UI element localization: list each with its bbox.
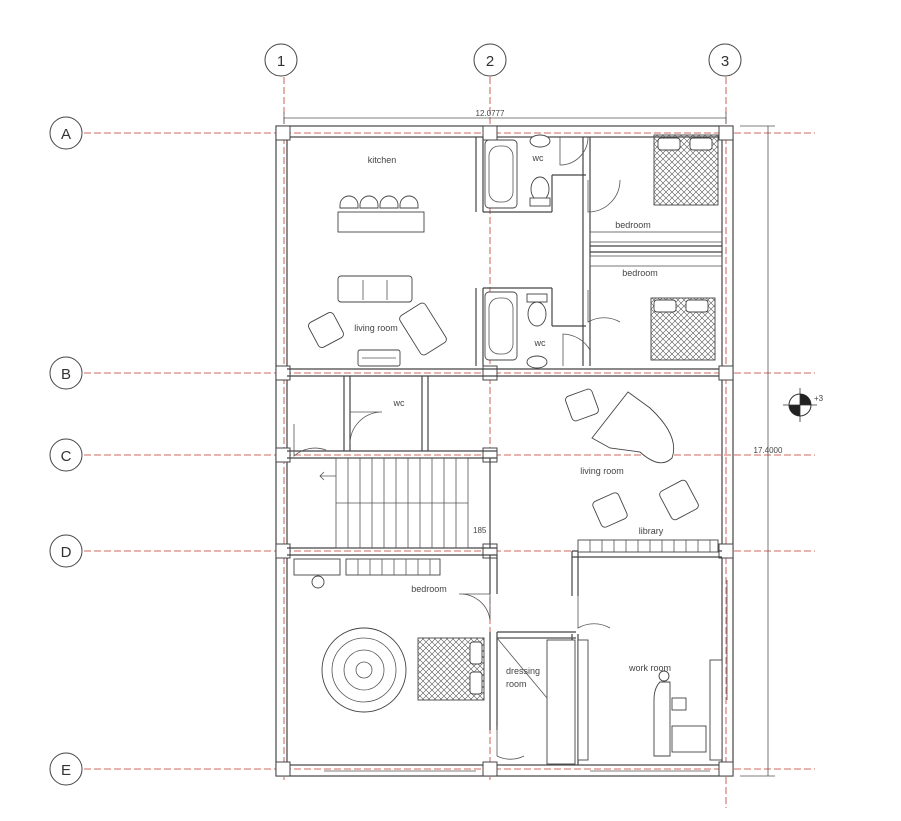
row-bubble-c-label: C <box>61 448 72 465</box>
column-bubble-1-label: 1 <box>277 53 285 70</box>
dimension-width: 12.0777 <box>283 109 727 124</box>
column-bubble-2-label: 2 <box>486 53 494 70</box>
row-bubble-b: B <box>49 356 83 390</box>
living-room-furniture-upper <box>308 275 447 367</box>
row-bubble-c: C <box>49 438 83 472</box>
row-bubble-a-label: A <box>61 126 71 143</box>
column-bubble-3-label: 3 <box>721 53 729 70</box>
dimension-width-label: 12.0777 <box>476 109 505 118</box>
bed-top-right <box>653 134 719 206</box>
room-label-dressing-line1: dressing <box>506 666 540 676</box>
column-bubble-3: 3 <box>708 43 742 77</box>
room-label-work-room: work room <box>628 663 671 673</box>
wc-top-fixtures <box>484 134 551 209</box>
room-label-bedroom-1: bedroom <box>615 220 651 230</box>
bedroom-lower-furniture <box>293 558 441 713</box>
room-label-wc-lower: wc <box>393 398 405 408</box>
row-bubble-a: A <box>49 116 83 150</box>
room-label-wc-middle: wc <box>534 338 546 348</box>
living-room-furniture-lower <box>565 388 699 528</box>
room-label-living-room-1: living room <box>354 323 398 333</box>
kitchen-furniture <box>337 195 425 233</box>
room-label-dressing-line2: room <box>506 679 527 689</box>
row-bubble-e-label: E <box>61 762 71 779</box>
room-label-library: library <box>639 526 664 536</box>
row-bubble-d: D <box>49 534 83 568</box>
column-bubble-1: 1 <box>264 43 298 77</box>
doors <box>293 136 621 760</box>
bed-lower-left <box>417 637 485 701</box>
room-label-living-room-2: living room <box>580 466 624 476</box>
wc-middle-fixtures <box>484 291 548 369</box>
row-bubble-e: E <box>49 752 83 786</box>
room-label-wc-top: wc <box>532 153 544 163</box>
library-shelf <box>577 539 719 553</box>
level-marker: +3 <box>783 388 824 422</box>
level-marker-label: +3 <box>814 394 824 403</box>
dimension-height: 17.4000 <box>740 125 783 777</box>
room-label-bedroom-3: bedroom <box>411 584 447 594</box>
room-label-bedroom-2: bedroom <box>622 268 658 278</box>
dimension-height-label: 17.4000 <box>754 446 783 455</box>
bed-middle-right <box>650 297 716 361</box>
stair-dimension-label: 185 <box>473 526 487 535</box>
column-bubble-2: 2 <box>473 43 507 77</box>
room-label-kitchen: kitchen <box>368 155 397 165</box>
room-labels: kitchen wc bedroom bedroom living room w… <box>354 153 671 689</box>
row-bubble-d-label: D <box>61 544 72 561</box>
stairs: 185 <box>319 457 487 549</box>
work-room-furniture <box>577 639 723 761</box>
row-bubble-b-label: B <box>61 366 71 383</box>
dressing-room-furniture <box>496 637 576 765</box>
